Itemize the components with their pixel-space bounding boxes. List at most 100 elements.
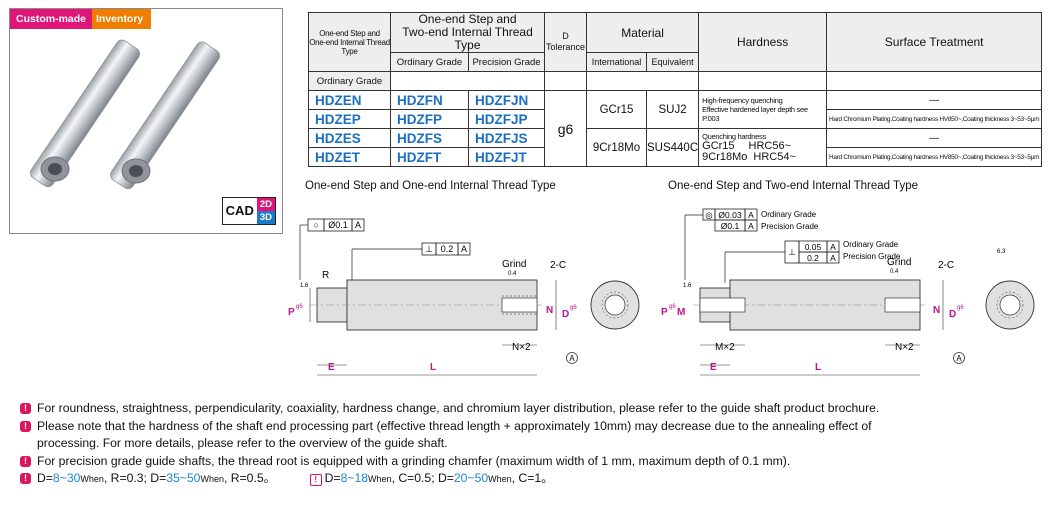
chamfer2-label: 2-C bbox=[938, 260, 954, 271]
perp-ref: A bbox=[461, 244, 467, 254]
svg-text:g6: g6 bbox=[296, 304, 303, 310]
svg-text:1.6: 1.6 bbox=[300, 283, 309, 289]
chamfer-label: 2-C bbox=[550, 260, 566, 271]
part-code-cell[interactable]: HDZES bbox=[308, 128, 391, 148]
r-label: R bbox=[322, 270, 329, 281]
coax-symbol: ○ bbox=[313, 220, 318, 230]
part-code-cell[interactable]: HDZFP bbox=[390, 109, 469, 129]
header-equivalent: Equivalent bbox=[645, 52, 700, 72]
part-code-cell[interactable]: HDZFJS bbox=[468, 128, 545, 148]
part-code-cell[interactable]: HDZFS bbox=[390, 128, 469, 148]
p-label: P bbox=[288, 307, 295, 318]
part-code-cell[interactable]: HDZEP bbox=[308, 109, 391, 129]
grind2-label: Grind bbox=[887, 257, 911, 268]
badge-inventory: Inventory bbox=[92, 9, 152, 29]
coax-value: Ø0.1 bbox=[328, 220, 348, 230]
part-code-cell[interactable]: HDZFJN bbox=[468, 90, 545, 110]
material-intl-1: GCr15 bbox=[586, 90, 647, 129]
svg-text:Ordinary Grade: Ordinary Grade bbox=[843, 240, 899, 249]
svg-text:6.3: 6.3 bbox=[997, 249, 1006, 255]
datum-a: A bbox=[569, 354, 575, 363]
cad-2d: 2D bbox=[256, 198, 275, 211]
drawing1: ○ Ø0.1 A ⊥ 0.2 A R Grind 0.4 2-C 1.6 P g… bbox=[288, 218, 640, 376]
warning-icon: ! bbox=[20, 403, 31, 414]
e-label: E bbox=[328, 362, 335, 373]
header-international: International bbox=[586, 52, 647, 72]
notes-section: ! For roundness, straightness, perpendic… bbox=[20, 400, 879, 489]
note-formula: ! D=8~30When, R=0.3; D=35~50When, R=0.5。… bbox=[20, 470, 879, 489]
warning-icon: ! bbox=[20, 473, 31, 484]
stock-badge: Custom-made Inventory bbox=[10, 9, 152, 29]
shaft-photo bbox=[30, 39, 221, 190]
surface-1: — bbox=[826, 90, 1043, 110]
svg-text:A: A bbox=[830, 253, 836, 263]
svg-text:A: A bbox=[748, 221, 754, 231]
warning-icon: ! bbox=[20, 420, 31, 432]
svg-text:A: A bbox=[748, 210, 754, 220]
perp-prec-value: 0.2 bbox=[807, 253, 819, 263]
ord-grade-label: Ordinary Grade bbox=[761, 210, 817, 219]
coaxiality-frame: ○ Ø0.1 A bbox=[299, 218, 365, 280]
coax-ord-value: Ø0.03 bbox=[718, 210, 741, 220]
perpendicularity-frame: ⊥ 0.2 A bbox=[351, 242, 471, 283]
part-code-cell[interactable]: HDZFT bbox=[390, 147, 469, 167]
p2-label: P bbox=[661, 307, 668, 318]
m-label: M bbox=[677, 307, 685, 318]
svg-text:1.6: 1.6 bbox=[683, 283, 692, 289]
d-label: D bbox=[562, 309, 569, 320]
drawing2: ◎ Ø0.03 A Ø0.1 A Ordinary Grade Precisio… bbox=[661, 208, 1035, 376]
surface-3: — bbox=[826, 128, 1043, 148]
svg-text:⊥: ⊥ bbox=[425, 244, 433, 254]
perp-ord-value: 0.05 bbox=[805, 242, 822, 252]
coax-prec-value: Ø0.1 bbox=[721, 221, 740, 231]
svg-text:0.4: 0.4 bbox=[890, 269, 899, 275]
nx2-label: N×2 bbox=[895, 342, 914, 353]
grind-label: Grind bbox=[502, 259, 526, 270]
part-code-cell[interactable]: HDZET bbox=[308, 147, 391, 167]
note-2: ! Please note that the hardness of the s… bbox=[20, 418, 879, 453]
svg-text:◎: ◎ bbox=[705, 210, 713, 220]
drawing1-title: One-end Step and One-end Internal Thread… bbox=[305, 180, 556, 192]
svg-text:⊥: ⊥ bbox=[788, 247, 796, 257]
part-code-cell[interactable]: HDZFN bbox=[390, 90, 469, 110]
badge-custom-made: Custom-made bbox=[10, 9, 93, 29]
e2-label: E bbox=[710, 362, 717, 373]
svg-text:A: A bbox=[830, 242, 836, 252]
mx2-label: M×2 bbox=[715, 342, 735, 353]
nx2-label: N×2 bbox=[512, 342, 531, 353]
d2-label: D bbox=[949, 309, 956, 320]
part-code-cell[interactable]: HDZEN bbox=[308, 90, 391, 110]
n2-label: N bbox=[933, 305, 940, 316]
l2-label: L bbox=[815, 362, 821, 373]
cad-badge[interactable]: CAD 2D 3D bbox=[221, 197, 276, 225]
n-label: N bbox=[546, 305, 553, 316]
material-equiv-1: SUJ2 bbox=[645, 90, 700, 129]
svg-text:g6: g6 bbox=[570, 305, 577, 311]
header-material: Material bbox=[585, 12, 700, 53]
cad-3d: 3D bbox=[256, 211, 275, 224]
tolerance-value: g6 bbox=[544, 90, 587, 167]
part-code-cell[interactable]: HDZFJT bbox=[468, 147, 545, 167]
coax-ref: A bbox=[355, 220, 361, 230]
drawing2-title: One-end Step and Two-end Internal Thread… bbox=[668, 180, 918, 192]
note-3: ! For precision grade guide shafts, the … bbox=[20, 453, 879, 471]
chamfer-note-icon: ! bbox=[309, 474, 322, 486]
perp-value: 0.2 bbox=[441, 244, 454, 254]
prec-grade-label: Precision Grade bbox=[761, 222, 819, 231]
part-code-cell[interactable]: HDZFJP bbox=[468, 109, 545, 129]
svg-text:g6: g6 bbox=[957, 305, 964, 311]
cad-label: CAD bbox=[222, 198, 257, 224]
l-label: L bbox=[430, 362, 436, 373]
header-ordinary-grade: Ordinary Grade bbox=[390, 52, 469, 72]
header-surface-treatment: Surface Treatment bbox=[826, 12, 1043, 72]
material-intl-2: 9Cr18Mo bbox=[586, 128, 647, 167]
surface-4: Hard Chromium Plating,Coating hardness H… bbox=[826, 147, 1043, 167]
warning-icon: ! bbox=[20, 455, 31, 467]
datum2-a: A bbox=[956, 354, 962, 363]
product-photo-panel: Custom-made Inventory CAD 2D 3D bbox=[9, 8, 283, 234]
